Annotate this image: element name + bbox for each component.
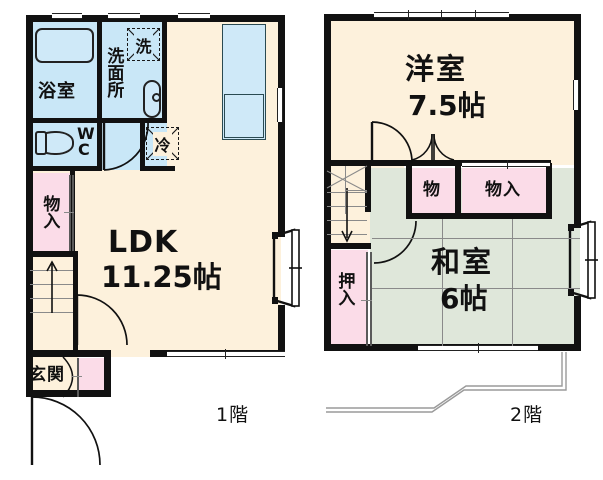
bathtub-fixture (35, 28, 94, 63)
entrance-step-pull (72, 376, 82, 377)
window-western-mullion-1 (408, 10, 409, 20)
western-room-label: 洋室 (405, 52, 468, 86)
closet-small-floor (410, 168, 456, 216)
window-japanese-south-mullion (478, 343, 479, 353)
entrance-door-swing (30, 396, 101, 466)
bay-window-ldk (272, 228, 302, 308)
closet-large-label: 物入 (485, 180, 521, 200)
wall-hall-east-lower-1f (73, 295, 78, 357)
wall-western-room-south (324, 160, 408, 166)
wall-closet-large-east (546, 163, 552, 219)
oshiire-sliding-door-a (366, 252, 368, 346)
wall-wc-east (97, 123, 102, 170)
entrance-inner-door (62, 356, 74, 398)
stairs-handrail-2f-b (345, 190, 367, 191)
closet-small-folding-doors (411, 133, 455, 161)
wall-fridge-nook-south (140, 166, 175, 171)
kitchen-sink (224, 94, 264, 138)
wall-closets-south (406, 213, 552, 219)
window-western-east (573, 80, 579, 110)
closet-small-label: 物 (423, 180, 440, 200)
window-western-mullion-2 (441, 10, 442, 20)
first-floor-plan: 洗 冷 (0, 0, 302, 480)
storage-sliding-door-1f-b (72, 175, 74, 251)
stairs-1f (30, 257, 73, 313)
wall-wet-south (30, 118, 167, 123)
wall-east-1f-upper (278, 15, 285, 237)
wall-west-1f (26, 15, 33, 397)
closet-large-floor (462, 168, 550, 216)
wall-wet-east (162, 22, 167, 122)
window-bath-north (52, 13, 82, 19)
wall-north-1f (26, 15, 285, 22)
tatami-joint-1 (372, 238, 580, 239)
wall-east-1f-lower (278, 305, 285, 357)
storage-door-pull-1f (64, 212, 74, 213)
window-ldk-east (277, 88, 283, 122)
refrigerator-icon: 冷 (146, 127, 179, 160)
stairs-2f (326, 165, 368, 244)
wall-hall-south-1f (26, 350, 111, 357)
first-floor-label: 1階 (216, 404, 250, 426)
window-closet-large-mullion (507, 160, 508, 169)
toilet-tank (35, 131, 47, 155)
washbasin-faucet (152, 93, 161, 102)
storage-sliding-door-1f (69, 175, 71, 251)
wall-entry-east-1f (104, 357, 111, 397)
refrigerator-label: 冷 (153, 131, 172, 156)
wall-landing-south-2f (324, 243, 371, 249)
western-room-floor (324, 20, 580, 165)
washing-machine-label: 洗 (134, 32, 153, 57)
tatami-joint-4 (512, 219, 513, 346)
tatami-joint-2 (372, 288, 580, 289)
door-japanese-room-swing (373, 220, 417, 264)
stairs-up-arrow-1f (46, 260, 58, 313)
second-floor-label: 2階 (510, 404, 544, 426)
ldk-label: LDK (108, 225, 179, 260)
wall-hall-east-1f (73, 255, 78, 295)
window-kitchen-north (178, 13, 210, 19)
window-ldk-south (167, 351, 285, 357)
japanese-room-size-label: 6帖 (440, 282, 488, 315)
wall-closet-divider (455, 163, 461, 219)
window-western-mullion-3 (475, 10, 476, 20)
wall-bath-washroom-divider (97, 22, 102, 122)
wc-label-w: W (77, 124, 95, 143)
wall-wc-south (30, 166, 102, 171)
entrance-label: 玄関 (29, 365, 65, 385)
entrance-step-edge (77, 358, 79, 397)
washing-machine-icon: 洗 (127, 28, 160, 61)
window-washroom-north (108, 13, 140, 19)
stairs-down-arrow-2f (341, 188, 353, 243)
bathroom-label: 浴室 (38, 81, 76, 102)
wall-storage-south-1f (30, 251, 78, 257)
oshiire-door-pull (361, 300, 372, 301)
wc-label-c: C (78, 140, 90, 159)
wall-east-2f-lower (574, 296, 581, 350)
roof-outline-2f (326, 352, 567, 413)
wall-closet-small-west (406, 163, 412, 219)
door-hall-swing (75, 294, 128, 346)
wall-landing-east-2f (365, 166, 371, 212)
oshiire-floor (324, 250, 368, 348)
tatami-joint-3 (442, 219, 443, 346)
ldk-size-label: 11.25帖 (101, 260, 222, 294)
storage-label-1f: 物入 (39, 195, 60, 229)
door-western-room-swing (370, 121, 413, 163)
oshiire-label: 押入 (334, 272, 355, 306)
window-closet-large-front (462, 162, 550, 167)
storage-floor (30, 173, 70, 255)
oshiire-sliding-door-b (370, 252, 372, 346)
wall-east-2f-upper (574, 14, 581, 228)
western-room-size-label: 7.5帖 (408, 89, 486, 122)
bay-window-japanese-room (568, 220, 598, 300)
japanese-room-label: 和室 (431, 245, 494, 279)
wall-south-hall-1f (26, 390, 111, 397)
stairs-winder-lines-2f (326, 165, 368, 193)
window-ldk-south-mullion (225, 349, 226, 359)
washroom-label: 洗面所 (103, 47, 124, 98)
second-floor-plan: 洋室 7.5帖 和室 6帖 物 物入 押入 2階 (300, 0, 603, 480)
door-washroom-swing (102, 121, 149, 171)
wall-west-2f (324, 14, 331, 350)
